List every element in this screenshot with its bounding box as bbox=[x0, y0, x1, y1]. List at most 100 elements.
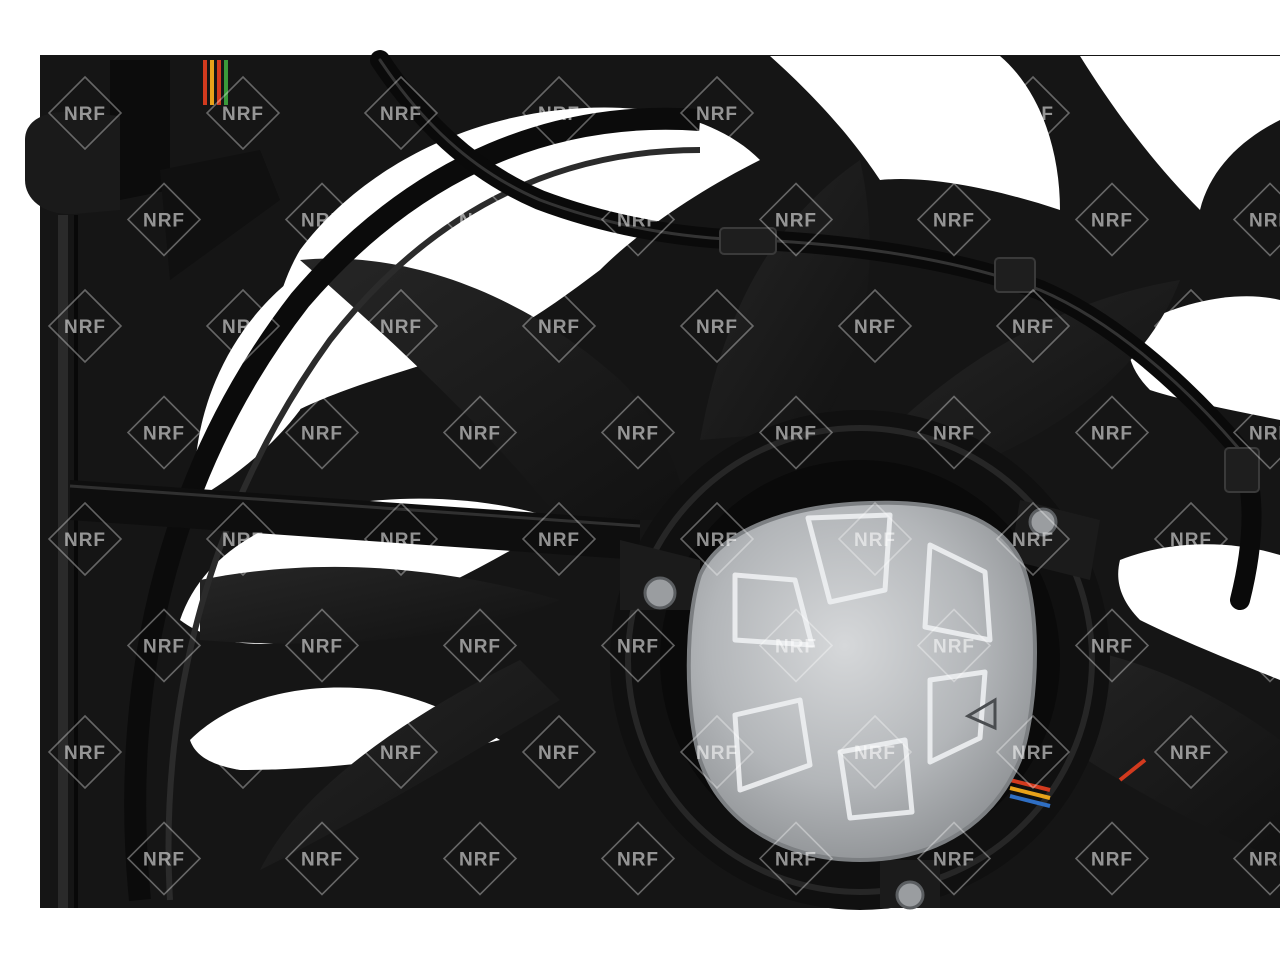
watermark-text: NRF bbox=[854, 743, 896, 764]
watermark-text: NRF bbox=[617, 211, 659, 232]
electrical-connector bbox=[25, 60, 280, 280]
nrf-watermark: NRF bbox=[1232, 182, 1280, 257]
nrf-watermark: NRF bbox=[126, 395, 202, 470]
watermark-text: NRF bbox=[143, 637, 185, 658]
nrf-watermark: NRF bbox=[442, 395, 518, 470]
watermark-text: NRF bbox=[1249, 637, 1280, 658]
watermark-text: NRF bbox=[617, 424, 659, 445]
nrf-watermark: NRF bbox=[1232, 608, 1280, 683]
watermark-text: NRF bbox=[301, 850, 343, 871]
nrf-watermark: NRF bbox=[758, 395, 834, 470]
nrf-watermark: NRF bbox=[521, 714, 597, 790]
watermark-text: NRF bbox=[538, 317, 580, 338]
watermark-text: NRF bbox=[222, 530, 264, 551]
nrf-watermark: NRF bbox=[1153, 501, 1229, 577]
nrf-watermark: NRF bbox=[1232, 395, 1280, 470]
watermark-text: NRF bbox=[933, 211, 975, 232]
nrf-watermark: NRF bbox=[47, 714, 123, 790]
watermark-text: NRF bbox=[64, 104, 106, 125]
watermark-text: NRF bbox=[1091, 850, 1133, 871]
nrf-watermark: NRF bbox=[600, 182, 676, 257]
watermark-text: NRF bbox=[380, 104, 422, 125]
watermark-text: NRF bbox=[64, 530, 106, 551]
watermark-grid: NRF NRF NRF NRF NRF NRF NRF NRF NRF NRF NRF NRF NRF N… bbox=[47, 75, 1280, 896]
nrf-watermark: NRF bbox=[1074, 608, 1150, 683]
nrf-watermark: NRF bbox=[1074, 395, 1150, 470]
nrf-watermark: NRF bbox=[47, 288, 123, 364]
nrf-watermark: NRF bbox=[442, 608, 518, 683]
watermark-text: NRF bbox=[380, 317, 422, 338]
watermark-text: NRF bbox=[64, 317, 106, 338]
watermark-text: NRF bbox=[301, 211, 343, 232]
watermark-text: NRF bbox=[222, 317, 264, 338]
watermark-text: NRF bbox=[1012, 743, 1054, 764]
nrf-watermark: NRF bbox=[600, 395, 676, 470]
nrf-watermark: NRF bbox=[837, 288, 913, 364]
motor-end-cap bbox=[686, 500, 1037, 863]
nrf-watermark: NRF bbox=[363, 288, 439, 364]
nrf-watermark: NRF bbox=[995, 501, 1071, 577]
watermark-text: NRF bbox=[538, 104, 580, 125]
nrf-watermark: NRF bbox=[758, 821, 834, 896]
watermark-text: NRF bbox=[1170, 743, 1212, 764]
nrf-watermark: NRF bbox=[205, 288, 281, 364]
nrf-watermark: NRF bbox=[1074, 182, 1150, 257]
watermark-text: NRF bbox=[1091, 211, 1133, 232]
watermark-text: NRF bbox=[380, 530, 422, 551]
watermark-text: NRF bbox=[222, 104, 264, 125]
nrf-watermark: NRF bbox=[1153, 714, 1229, 790]
watermark-text: NRF bbox=[854, 317, 896, 338]
watermark-text: NRF bbox=[854, 530, 896, 551]
nrf-watermark: NRF bbox=[1074, 821, 1150, 896]
watermark-text: NRF bbox=[1091, 424, 1133, 445]
watermark-text: NRF bbox=[538, 743, 580, 764]
nrf-watermark: NRF bbox=[521, 288, 597, 364]
watermark-text: NRF bbox=[775, 637, 817, 658]
nrf-watermark: NRF bbox=[679, 288, 755, 364]
nrf-watermark: NRF bbox=[916, 608, 992, 683]
nrf-watermark: NRF bbox=[1232, 821, 1280, 896]
nrf-watermark: NRF bbox=[758, 608, 834, 683]
nrf-watermark: NRF bbox=[521, 75, 597, 151]
nrf-watermark: NRF bbox=[837, 501, 913, 577]
watermark-text: NRF bbox=[933, 424, 975, 445]
watermark-text: NRF bbox=[143, 850, 185, 871]
watermark-text: NRF bbox=[696, 104, 738, 125]
watermark-text: NRF bbox=[617, 637, 659, 658]
watermark-text: NRF bbox=[933, 637, 975, 658]
watermark-text: NRF bbox=[459, 424, 501, 445]
nrf-watermark: NRF bbox=[363, 75, 439, 151]
nrf-watermark: NRF bbox=[916, 395, 992, 470]
watermark-text: NRF bbox=[854, 104, 896, 125]
nrf-watermark: NRF bbox=[679, 75, 755, 151]
nrf-watermark: NRF bbox=[758, 182, 834, 257]
nrf-watermark: NRF bbox=[1153, 288, 1229, 364]
watermark-text: NRF bbox=[696, 317, 738, 338]
watermark-text: NRF bbox=[538, 530, 580, 551]
nrf-watermark: NRF bbox=[916, 821, 992, 896]
nrf-watermark: NRF bbox=[126, 821, 202, 896]
nrf-watermark: NRF bbox=[126, 182, 202, 257]
watermark-text: NRF bbox=[301, 424, 343, 445]
watermark-text: NRF bbox=[696, 530, 738, 551]
watermark-text: NRF bbox=[143, 211, 185, 232]
nrf-watermark: NRF bbox=[284, 395, 360, 470]
watermark-text: NRF bbox=[1249, 850, 1280, 871]
shroud-ring bbox=[124, 107, 701, 902]
watermark-text: NRF bbox=[301, 637, 343, 658]
watermark-text: NRF bbox=[143, 424, 185, 445]
nrf-watermark: NRF bbox=[995, 75, 1071, 151]
nrf-watermark: NRF bbox=[205, 714, 281, 790]
watermark-text: NRF bbox=[459, 637, 501, 658]
watermark-text: NRF bbox=[1012, 317, 1054, 338]
nrf-watermark: NRF bbox=[600, 608, 676, 683]
watermark-text: NRF bbox=[222, 743, 264, 764]
nrf-watermark: NRF bbox=[916, 182, 992, 257]
nrf-watermark: NRF bbox=[442, 821, 518, 896]
nrf-watermark: NRF bbox=[442, 182, 518, 257]
nrf-watermark: NRF bbox=[284, 608, 360, 683]
watermark-text: NRF bbox=[1170, 530, 1212, 551]
watermark-text: NRF bbox=[1249, 424, 1280, 445]
